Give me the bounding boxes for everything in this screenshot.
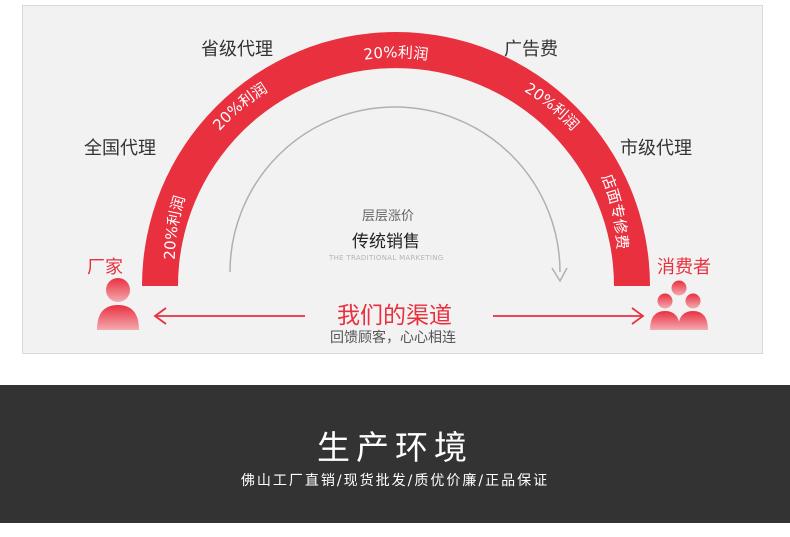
left-arrow-head [153,307,167,325]
stage-provincial-agent: 省级代理 [201,39,273,60]
footer-subtitle: 佛山工厂直销/现货批发/质优价廉/正品保证 [240,473,550,489]
group-icon [650,280,708,330]
center-title: 传统销售 [352,232,420,252]
traditional-flow-arc [229,106,561,273]
arch-label-ad-profit: 20%利润 [363,43,430,63]
person-icon [97,278,139,330]
footer-banner: 生产环境 佛山工厂直销/现货批发/质优价廉/正品保证 [0,385,790,523]
channel-title: 我们的渠道 [337,303,452,329]
consumer-label: 消费者 [657,257,711,278]
footer-title: 生产环境 [317,428,473,467]
channel-subtitle: 回馈顾客，心心相连 [330,330,456,346]
traditional-vs-channel-diagram: 20%利润 20%利润 20%利润 20%利润 店面专修费 [97,32,708,330]
factory-label: 厂家 [87,257,123,278]
stage-advertising: 广告费 [504,39,558,60]
center-subtitle: 层层涨价 [362,209,415,224]
right-arrow-head [631,307,645,325]
center-english: THE TRADITIONAL MARKETING [329,254,444,262]
markup-arch [142,32,650,286]
stage-city-agent: 市级代理 [620,138,692,159]
stage-national-agent: 全国代理 [84,138,156,159]
traditional-flow-arrowhead [551,267,568,283]
